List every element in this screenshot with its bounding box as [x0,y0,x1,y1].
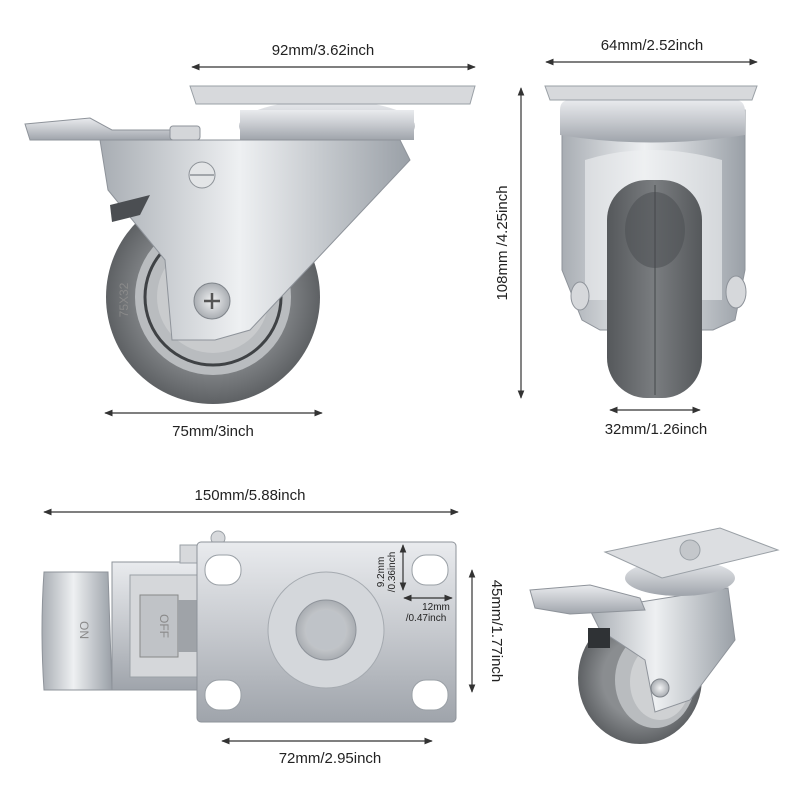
side-swivel-body [240,110,414,140]
side-brake-lever [24,117,181,141]
hole-length-mm-label: 9.2mm [376,557,387,588]
hole-length-in-label: /0.36inch [387,552,398,593]
overall-length-label: 150mm/5.88inch [195,487,306,504]
wheel-diameter-label: 75mm/3inch [172,423,254,440]
side-brake-pad [110,195,150,222]
persp-brake-pad [588,628,610,648]
top-view: ON OFF [41,530,457,723]
plate-length-label: 92mm/3.62inch [272,42,375,59]
persp-brake-lever [529,584,646,615]
total-height-label: 108mm /4.25inch [494,185,511,300]
plate-width-label: 64mm/2.52inch [601,37,704,54]
front-axle-nut-right [725,275,747,309]
bolt-spacing-label: 72mm/2.95inch [279,750,382,767]
mount-hole-top-left [204,554,242,586]
side-view: 75X32 [24,85,476,404]
mount-hole-top-right [411,554,449,586]
side-brake-catch [169,125,201,141]
perspective-view [529,527,780,744]
front-view [544,85,758,398]
lever-on-label: ON [77,621,91,639]
hole-width-in-label: /0.47inch [406,613,447,624]
lever-off-label: OFF [157,614,171,638]
plate-height-label: 45mm/1.77inch [488,580,505,683]
mount-hole-bottom-right [411,679,449,711]
front-swivel-dome [560,100,745,143]
mount-hole-bottom-left [204,679,242,711]
hole-width-mm-label: 12mm [422,602,450,613]
wheel-size-marking: 75X32 [117,282,131,317]
front-axle-nut-left [570,281,590,311]
persp-axle-bolt [650,678,670,698]
top-lever-pedal [41,571,113,691]
wheel-width-label: 32mm/1.26inch [605,421,708,438]
front-top-plate [544,85,758,101]
side-top-plate [189,85,476,105]
